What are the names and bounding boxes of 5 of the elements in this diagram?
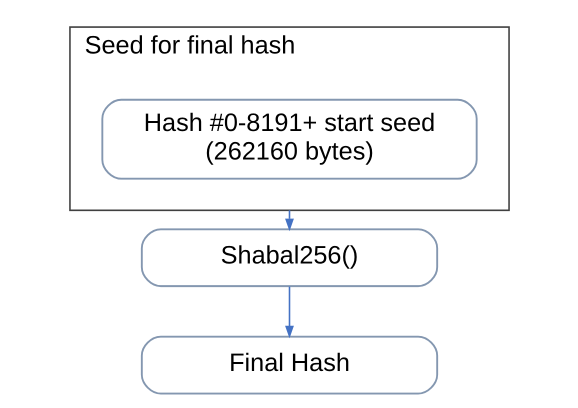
arrow (284, 286, 294, 338)
node-box: Shabal256() (140, 228, 438, 288)
arrow (284, 210, 294, 232)
node-box: Final Hash (140, 336, 438, 394)
node-box: Hash #0-8191+ start seed (262160 bytes) (100, 98, 478, 180)
